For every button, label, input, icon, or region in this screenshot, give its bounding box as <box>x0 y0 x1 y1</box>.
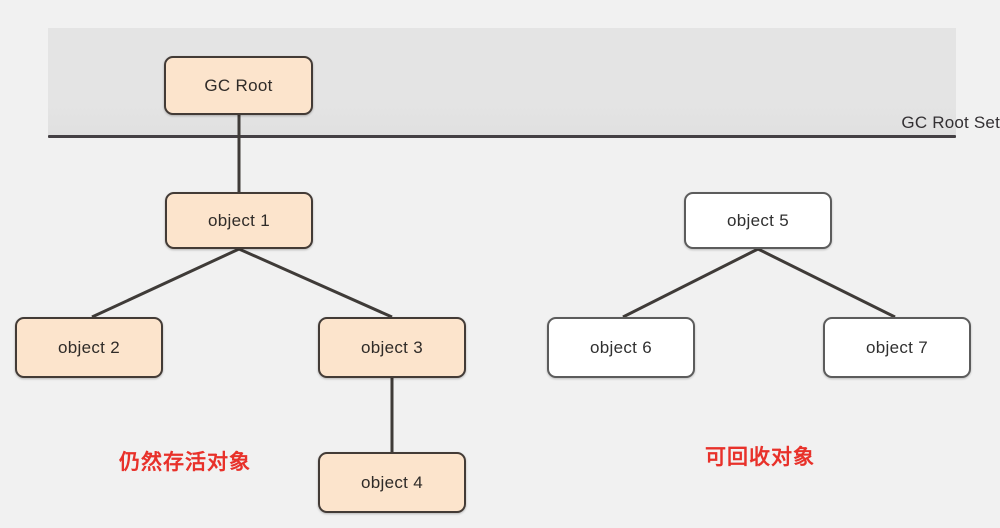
edge-object-5-to-object-7 <box>757 247 896 319</box>
edge-object-1-to-object-2 <box>91 247 240 319</box>
node-label: object 6 <box>590 337 652 357</box>
node-object-2[interactable]: object 2 <box>15 317 163 378</box>
node-label: object 5 <box>727 210 789 230</box>
node-object-5[interactable]: object 5 <box>684 192 832 249</box>
node-object-3[interactable]: object 3 <box>318 317 466 378</box>
node-label: object 3 <box>361 337 423 357</box>
node-label: object 1 <box>208 210 270 230</box>
node-object-4[interactable]: object 4 <box>318 452 466 513</box>
node-object-6[interactable]: object 6 <box>547 317 695 378</box>
legend-garbage: 可回收对象 <box>705 446 815 469</box>
gc-root-set-divider-line <box>48 135 956 138</box>
gc-root-set-label: GC Root Set <box>901 113 1000 132</box>
node-label: object 2 <box>58 337 120 357</box>
edge-object-1-to-object-3 <box>238 247 393 319</box>
node-label: object 4 <box>361 472 423 492</box>
node-object-1[interactable]: object 1 <box>165 192 313 249</box>
legend-alive: 仍然存活对象 <box>119 451 251 474</box>
node-label: GC Root <box>204 75 273 95</box>
node-label: object 7 <box>866 337 928 357</box>
edge-object-5-to-object-6 <box>622 247 759 319</box>
node-object-7[interactable]: object 7 <box>823 317 971 378</box>
node-gc-root[interactable]: GC Root <box>164 56 313 115</box>
